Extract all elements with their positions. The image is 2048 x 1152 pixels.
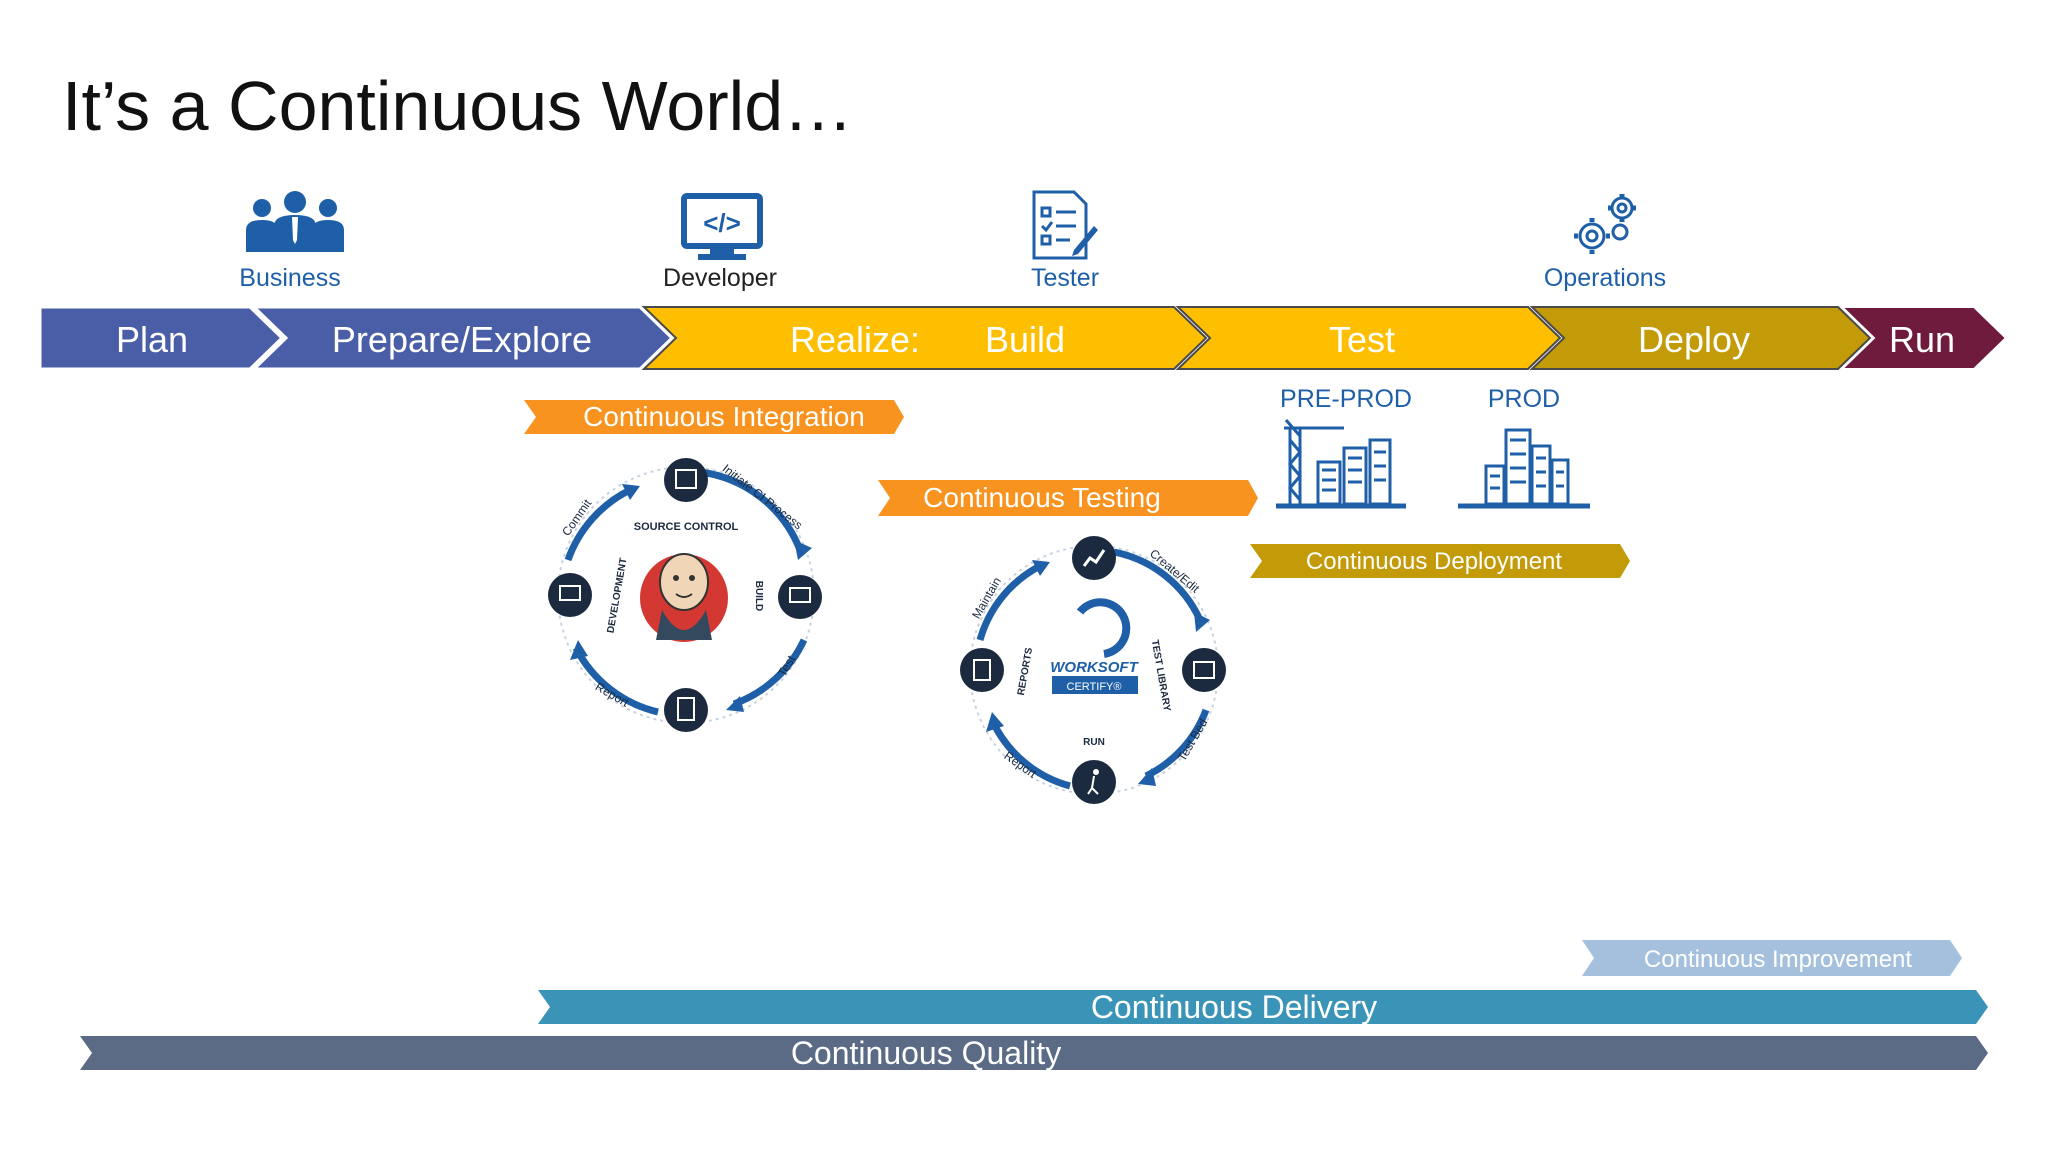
phase-test-label: Test [1329, 319, 1395, 360]
phase-realize-label: Realize: [790, 319, 920, 360]
business-people-icon [240, 190, 350, 256]
ci-build-node [778, 575, 822, 619]
ct-bottom-label: RUN [1083, 737, 1105, 748]
phase-run-label: Run [1889, 319, 1955, 360]
banner-continuous-deployment: Continuous Deployment [1250, 544, 1630, 578]
preprod-construction-icon [1276, 419, 1406, 509]
banner-deployment-label: Continuous Deployment [1306, 548, 1562, 575]
phase-deploy-label: Deploy [1638, 319, 1750, 360]
ct-library-node [1182, 648, 1226, 692]
jenkins-logo-icon [640, 553, 728, 642]
env-prod-label: PROD [1488, 385, 1560, 413]
role-developer-label: Developer [663, 264, 777, 292]
ct-brand-label: WORKSOFT [1050, 659, 1139, 676]
ct-arrow-testbed: Test Bed [1175, 716, 1210, 763]
slide-title: It’s a Continuous World… [62, 67, 854, 145]
phase-test: Test [1175, 306, 1562, 370]
ci-cycle-diagram: SOURCE CONTROL DEVELOPMENT BUILD Initiat… [548, 458, 822, 732]
ci-center-label: SOURCE CONTROL [634, 521, 739, 533]
svg-text:</>: </> [703, 208, 741, 238]
role-operations-label: Operations [1543, 264, 1667, 292]
phase-prepare-explore: Prepare/Explore [250, 305, 675, 371]
banner-testing-label: Continuous Testing [923, 482, 1161, 513]
ci-source-control-node [664, 458, 708, 502]
ct-reports-node [960, 648, 1004, 692]
ct-cycle-diagram: WORKSOFT CERTIFY® REPORTS TEST LIBRARY R… [960, 536, 1226, 804]
phase-plan: Plan [38, 305, 285, 371]
ci-development-node [548, 573, 592, 617]
ct-product-label: CERTIFY® [1067, 681, 1122, 693]
ci-arrow-report: Report [593, 679, 632, 709]
prod-city-icon [1458, 428, 1590, 509]
operations-gears-icon [1568, 192, 1642, 258]
ct-side-right-label: TEST LIBRARY [1149, 639, 1172, 713]
banner-improvement-label: Continuous Improvement [1644, 946, 1912, 973]
ct-arrow-report: Report [1002, 749, 1040, 782]
ct-create-node [1072, 536, 1116, 580]
ci-report-node [664, 688, 708, 732]
banner-continuous-testing: Continuous Testing [878, 480, 1258, 516]
ci-side-left-label: DEVELOPMENT [606, 557, 630, 634]
banner-continuous-delivery: Continuous Delivery [538, 989, 1988, 1025]
banner-delivery-label: Continuous Delivery [1091, 989, 1377, 1025]
banner-continuous-integration: Continuous Integration [524, 400, 904, 434]
phase-deploy: Deploy [1529, 306, 1872, 370]
role-business-label: Business [239, 264, 341, 292]
phase-build-label: Build [985, 319, 1065, 360]
phase-realize-build: Realize: Build [641, 306, 1208, 370]
phase-prepare-explore-label: Prepare/Explore [332, 319, 592, 360]
tester-checklist-icon [1030, 188, 1100, 262]
banner-quality-label: Continuous Quality [791, 1035, 1061, 1071]
banner-integration-label: Continuous Integration [583, 401, 865, 432]
banner-continuous-improvement: Continuous Improvement [1582, 940, 1962, 976]
phase-run: Run [1839, 306, 2008, 370]
worksoft-logo-icon [1052, 598, 1138, 694]
ci-side-right-label: BUILD [753, 581, 764, 612]
banner-continuous-quality: Continuous Quality [80, 1035, 1988, 1071]
role-tester-label: Tester [1030, 264, 1100, 292]
phase-plan-label: Plan [116, 319, 188, 360]
env-preprod-label: PRE-PROD [1280, 385, 1412, 413]
ct-side-left-label: REPORTS [1016, 646, 1035, 696]
developer-code-icon: </> [680, 192, 764, 262]
